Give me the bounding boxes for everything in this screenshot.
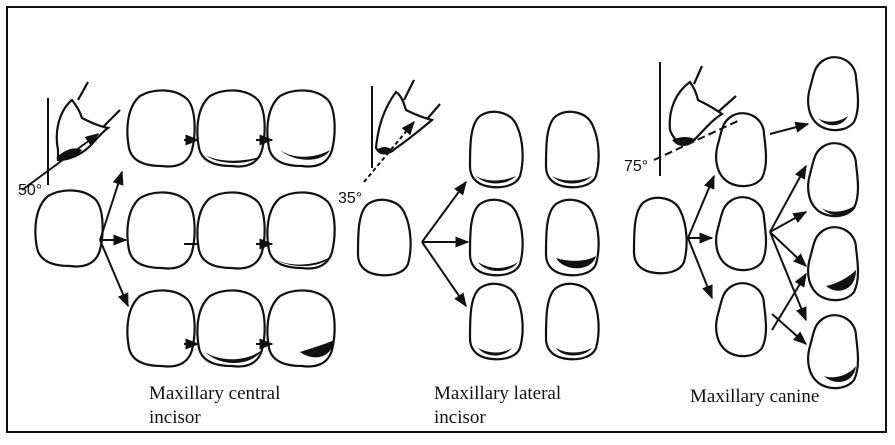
lateral-incisor-col1-top <box>468 110 524 189</box>
lateral-incisor-caption: Maxillary lateral incisor <box>434 382 561 430</box>
canine-profile-sketch <box>653 62 741 176</box>
lateral-incisor-caption-line2: incisor <box>434 407 486 428</box>
canine-angle-label: 75° <box>624 158 649 175</box>
central-incisor-row1-stage1 <box>126 89 196 168</box>
canine-stage-top <box>715 112 768 188</box>
central-incisor-row1-stage2 <box>196 89 266 168</box>
lateral-incisor-panel <box>356 79 600 361</box>
lateral-incisor-col2-bottom <box>544 282 600 361</box>
canine-caption-line1: Maxillary canine <box>690 386 820 407</box>
lateral-incisor-angle-label: 35° <box>338 190 363 207</box>
canine-stage-bottom <box>715 282 768 358</box>
lateral-incisor-col1-mid <box>468 198 524 277</box>
canine-caption: Maxillary canine <box>690 385 819 409</box>
lateral-incisor-profile-sketch <box>363 79 441 183</box>
canine-stage-mid <box>715 196 768 272</box>
lateral-incisor-initial-crown <box>356 198 412 277</box>
lateral-incisor-col2-top <box>544 110 600 189</box>
central-incisor-angle-label: 50° <box>18 182 43 199</box>
central-incisor-row2-stage2 <box>196 191 266 270</box>
canine-final-2 <box>807 142 860 218</box>
canine-final-1 <box>807 56 860 132</box>
central-incisor-panel <box>21 81 336 368</box>
central-incisor-profile-sketch <box>21 81 121 191</box>
central-incisor-row2-stage3 <box>266 191 336 270</box>
central-incisor-caption-line2: incisor <box>149 407 201 428</box>
figure-frame <box>6 6 887 433</box>
canine-panel <box>632 56 860 390</box>
lateral-incisor-col1-bottom <box>468 282 524 361</box>
canine-initial-crown <box>632 196 688 275</box>
lateral-incisor-caption-line1: Maxillary lateral <box>434 383 562 404</box>
central-incisor-caption-line1: Maxillary central <box>149 383 281 404</box>
central-incisor-caption: Maxillary central incisor <box>149 382 280 430</box>
central-incisor-row2-stage1 <box>126 191 196 270</box>
central-incisor-initial-crown <box>34 189 104 268</box>
central-incisor-row3-stage1 <box>126 289 196 368</box>
